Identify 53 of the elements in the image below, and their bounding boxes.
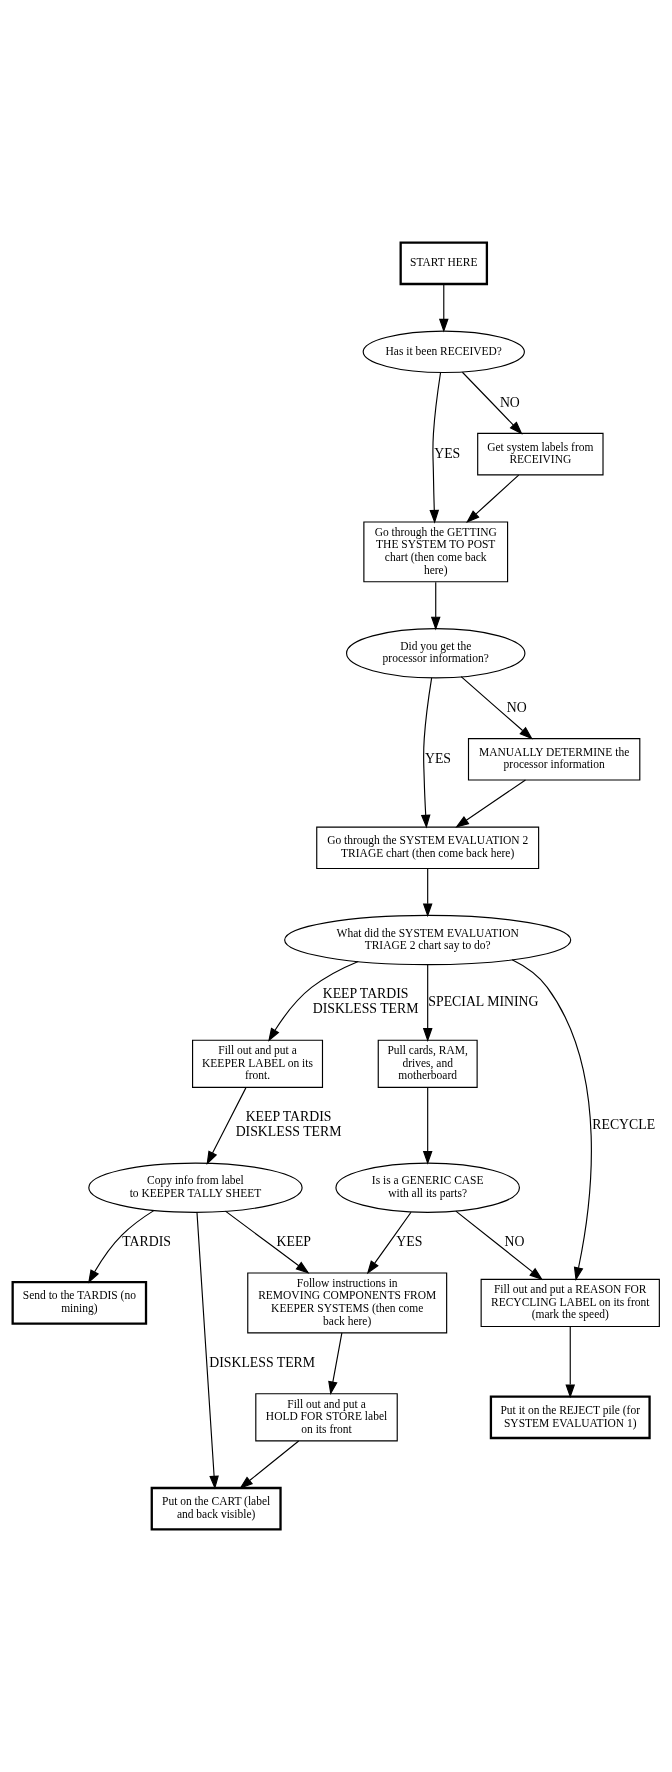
node-box: Go through the SYSTEM EVALUATION 2 TRIAGE chart (then come back here): [316, 826, 540, 870]
node-ellipse: Has it been RECEIVED?: [362, 330, 525, 374]
node-box: Pull cards, RAM, drives, and motherboard: [377, 1039, 478, 1088]
arrow: [455, 1210, 543, 1281]
edge-label: NO: [499, 394, 520, 410]
node-box: Put on the CART (label and back visible): [150, 1486, 282, 1531]
arrow: [460, 676, 533, 740]
arrow: [88, 1209, 155, 1284]
arrow: [420, 677, 433, 829]
arrow: [455, 779, 527, 828]
arrow: [366, 1211, 412, 1275]
node-box: START HERE: [399, 241, 489, 286]
node-box: Fill out and put a HOLD FOR STORE label on its front: [255, 1393, 398, 1442]
arrow: [206, 1087, 247, 1165]
edge-label: SPECIAL MINING: [428, 993, 539, 1009]
arrow: [422, 868, 433, 918]
edge-label: NO: [504, 1234, 525, 1250]
edge-label: KEEP: [276, 1234, 311, 1250]
node-box: Send to the TARDIS (no mining): [11, 1281, 148, 1325]
node-box: Follow instructions in REMOVING COMPONENTS FROM KEEPER SYSTEMS (then come back here): [247, 1272, 448, 1334]
arrow: [438, 283, 449, 333]
arrow: [224, 1210, 310, 1274]
arrow: [565, 1326, 576, 1399]
arrow: [422, 1087, 433, 1165]
node-ellipse: Copy info from label to KEEPER TALLY SHEET: [88, 1162, 303, 1213]
edge-label: DISKLESS TERM: [209, 1354, 316, 1370]
arrow: [268, 960, 359, 1042]
node-box: Put it on the REJECT pile (for SYSTEM EVALUATION 1): [489, 1395, 651, 1440]
node-box: MANUALLY DETERMINE the processor information: [467, 738, 641, 781]
edge-label: YES: [396, 1234, 423, 1250]
node-box: Go through the GETTING THE SYSTEM TO POST chart (then come back here): [363, 521, 509, 583]
arrow: [511, 959, 592, 1281]
arrow: [328, 1332, 343, 1396]
node-ellipse: Did you get the processor information?: [346, 628, 526, 679]
edge-label: KEEP TARDIS DISKLESS TERM: [235, 1109, 342, 1140]
edge-label: NO: [506, 699, 527, 715]
arrow: [239, 1440, 300, 1489]
node-ellipse: Is is a GENERIC CASE with all its parts?: [335, 1162, 520, 1213]
edge-label: YES: [434, 445, 461, 461]
node-box: Fill out and put a KEEPER LABEL on its front.: [192, 1039, 324, 1088]
arrow: [422, 964, 433, 1042]
arrow: [461, 371, 523, 435]
edge-label: YES: [425, 750, 452, 766]
arrow: [430, 581, 441, 631]
node-ellipse: What did the SYSTEM EVALUATION TRIAGE 2 chart say to do?: [284, 914, 572, 966]
arrow: [196, 1211, 219, 1490]
node-box: Fill out and put a REASON FOR RECYCLING LABEL on its front (mark the speed): [480, 1278, 660, 1328]
edge-label: RECYCLE: [592, 1116, 656, 1132]
arrow: [466, 474, 520, 524]
arrow: [429, 372, 442, 524]
edge-label: KEEP TARDIS DISKLESS TERM: [312, 986, 419, 1017]
node-box: Get system labels from RECEIVING: [477, 432, 604, 476]
edge-label: TARDIS: [122, 1234, 171, 1250]
